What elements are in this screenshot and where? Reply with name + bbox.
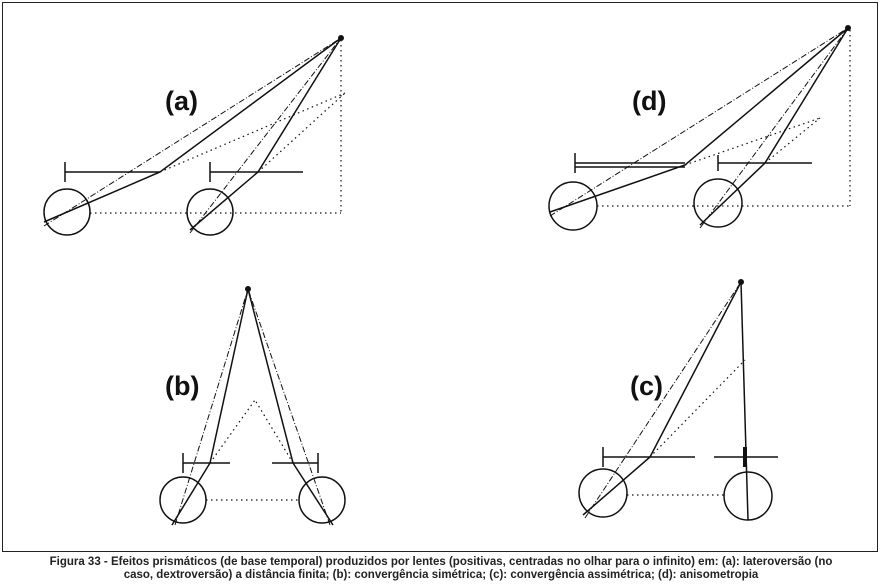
right-eye [298, 476, 346, 524]
caption-line-2: caso, dextroversão) a distância finita; … [123, 569, 759, 581]
right-eye [693, 178, 743, 228]
caption-line-1: Figura 33 - Efeitos prismáticos (de base… [49, 556, 833, 568]
panel-label-c: (c) [630, 371, 663, 401]
panel-d: (d) [548, 25, 851, 231]
figure-caption: Figura 33 - Efeitos prismáticos (de base… [0, 556, 882, 582]
panel-label-d: (d) [632, 86, 666, 116]
panel-c: (c) [578, 279, 778, 521]
panel-label-b: (b) [165, 371, 199, 401]
panel-label-a: (a) [165, 86, 198, 116]
left-eye [43, 188, 91, 236]
panel-b: (b) [159, 286, 346, 526]
prism-diagrams: (a) (d) (b) [43, 25, 851, 526]
right-eye [186, 188, 234, 236]
left-eye [578, 468, 628, 518]
figure-frame [2, 2, 878, 552]
left-eye [548, 181, 598, 231]
panel-a: (a) [43, 35, 346, 236]
